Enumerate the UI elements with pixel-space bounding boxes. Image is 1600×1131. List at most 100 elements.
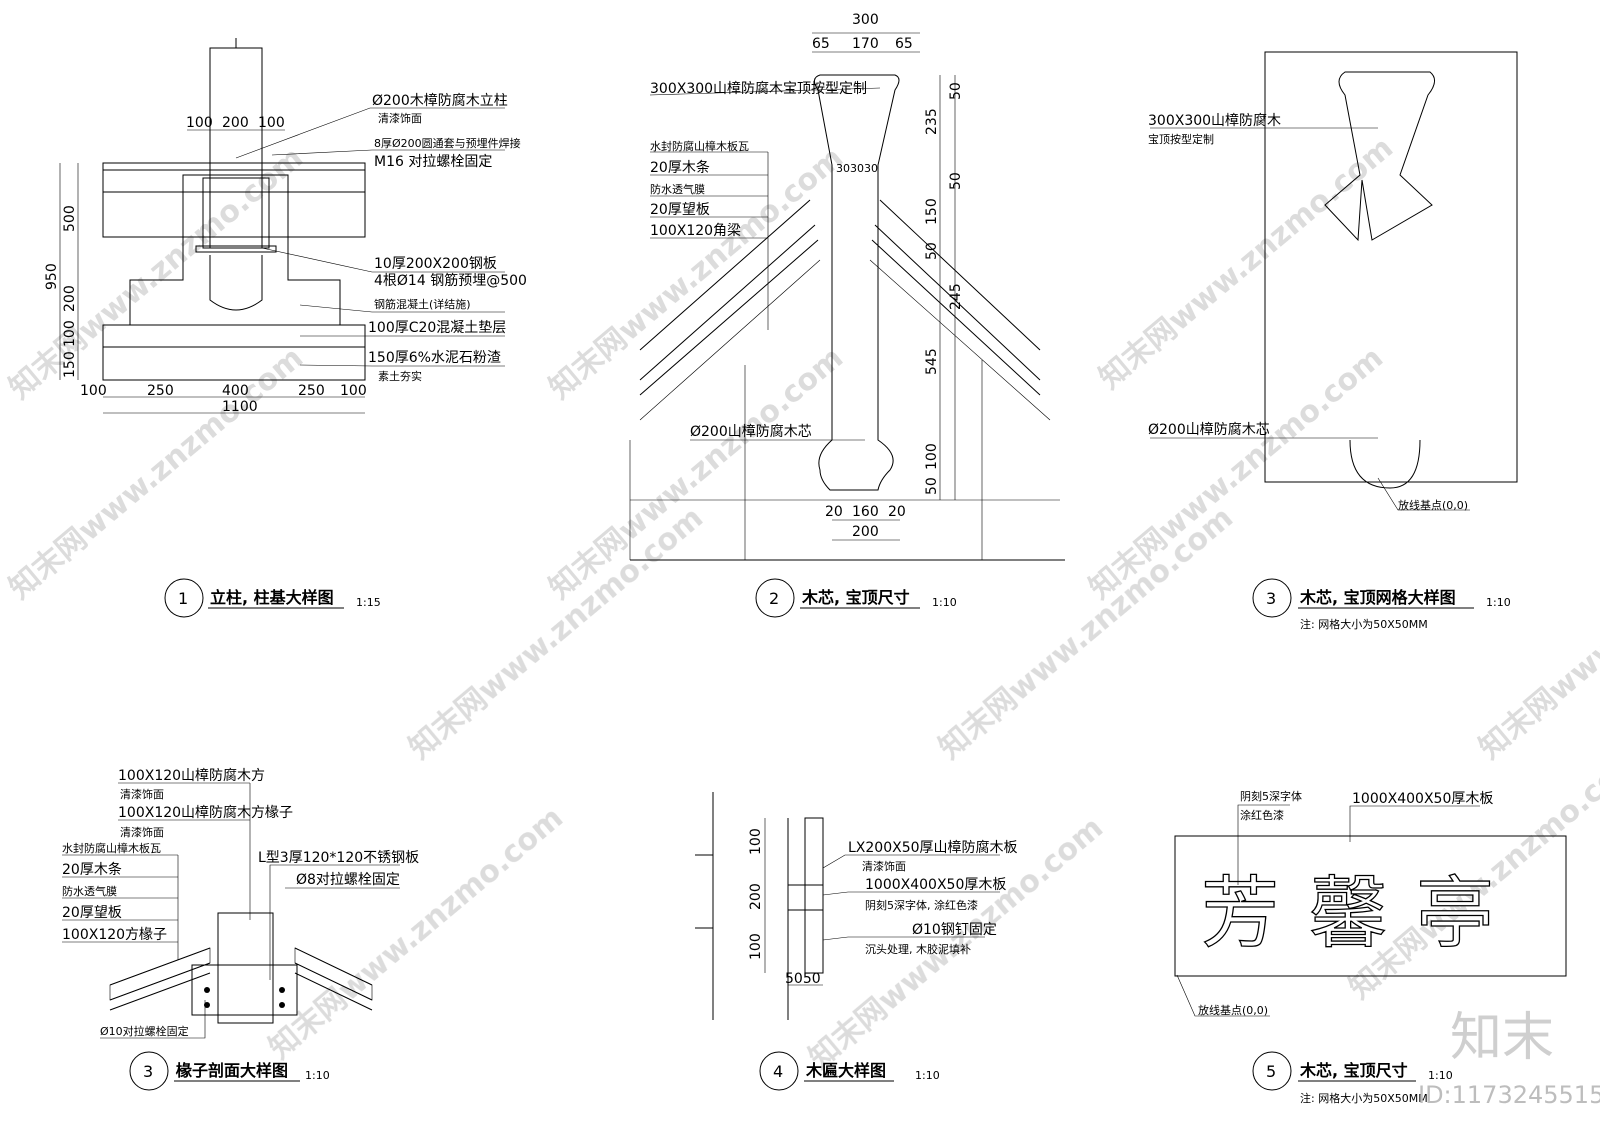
dim: 545 (924, 348, 940, 375)
detail-scale: 1:10 (915, 1069, 940, 1082)
callout: M16 对拉螺栓固定 (374, 154, 492, 170)
detail-number-circle (129, 1051, 169, 1091)
callout: 水封防腐山樟木板瓦 (650, 139, 749, 153)
dim: 20 (888, 504, 906, 520)
callout: 1000X400X50厚木板 (1352, 791, 1493, 807)
detail-number-circle (755, 578, 795, 618)
plaque-character: 芳 (1201, 869, 1279, 959)
dim: 100 (924, 443, 940, 470)
detail-scale: 1:10 (932, 596, 957, 609)
dim-bottom-5: 100 (340, 383, 367, 399)
callout: 20厚木条 (62, 861, 122, 878)
dim-bottom-2: 250 (147, 383, 174, 399)
detail-scale: 1:15 (356, 596, 381, 609)
stone-powder-layer (102, 346, 366, 381)
core-outline (1349, 439, 1421, 489)
detail-number-circle (1252, 1051, 1292, 1091)
dim: 50 (948, 82, 964, 100)
callout: Ø8对拉螺栓固定 (296, 872, 400, 888)
callout: L型3厚120*120不锈钢板 (258, 850, 419, 866)
dim: 50 (948, 172, 964, 190)
watermark-text: 知末网www.znzmo.com (933, 500, 1240, 766)
detail-number-circle (1252, 578, 1292, 618)
brand-id: ID:1173245515 (1418, 1081, 1600, 1109)
steel-angle-plate (191, 964, 298, 1016)
callout: Ø10对拉螺栓固定 (100, 1024, 189, 1038)
callout: 1000X400X50厚木板 (865, 877, 1006, 893)
plaque-character: 亭 (1416, 869, 1494, 959)
callout: 20厚望板 (650, 202, 710, 218)
dim-left-200: 200 (62, 285, 78, 312)
detail-note: 注: 网格大小为50X50MM (1300, 1091, 1428, 1105)
plaque-grid (1174, 835, 1567, 977)
dim: 170 (852, 36, 879, 52)
dim: 200 (748, 883, 764, 910)
callout: 100X120山樟防腐木方椽子 (118, 804, 293, 821)
callout: 涂红色漆 (1240, 808, 1284, 822)
callout: 钢筋混凝土(详结施) (374, 297, 471, 311)
detail-number: 5 (1266, 1062, 1276, 1081)
rebar-anchor (209, 255, 263, 311)
detail-1-column-footing: 100 200 100 950 500 200 100 150 100 250 … (44, 38, 527, 618)
gravel-layer (102, 191, 366, 238)
detail-title: 木芯, 宝顶尺寸 (801, 588, 910, 607)
dim: 150 (924, 198, 940, 225)
roof-slope-right (871, 199, 1041, 396)
callout: 素土夯实 (378, 369, 422, 383)
callout: 清漆饰面 (862, 859, 906, 873)
plaque-character: 馨 (1309, 869, 1387, 959)
detail-scale: 1:10 (1486, 596, 1511, 609)
finial-outline (1324, 71, 1435, 242)
detail-number: 2 (769, 589, 779, 608)
roof-slope-left (639, 199, 819, 396)
callout: 放线基点(0,0) (1398, 498, 1468, 512)
callout: 清漆饰面 (378, 111, 422, 125)
callout: 清漆饰面 (120, 825, 164, 839)
dim: 235 (924, 108, 940, 135)
dim-top-2: 200 (222, 115, 249, 131)
steel-plate (195, 245, 277, 253)
detail-5-plaque-section: 100 200 100 5050 LX200X50厚山樟防腐木板 清漆饰面 10… (695, 792, 1018, 1091)
detail-3-finial-grid: 300X300山樟防腐木 宝顶按型定制 Ø200山樟防腐木芯 放线基点(0,0)… (1148, 51, 1518, 631)
detail-note: 注: 网格大小为50X50MM (1300, 617, 1428, 631)
dim: 300 (852, 12, 879, 28)
brand-logo: 知末 (1450, 1008, 1554, 1068)
callout: 100X120山樟防腐木方 (118, 767, 265, 784)
layout-grid (1264, 51, 1518, 483)
dim: 65 (895, 36, 913, 52)
plaque-board (804, 817, 824, 974)
dim: 200 (852, 524, 879, 540)
callout: 清漆饰面 (120, 787, 164, 801)
callout: 300X300山樟防腐木宝顶按型定制 (650, 80, 867, 97)
callout: 防水透气膜 (650, 182, 705, 196)
finial-king-post (814, 74, 900, 491)
detail-number-circle (164, 578, 204, 618)
detail-number-circle (759, 1051, 799, 1091)
dim-left-500: 500 (62, 205, 78, 232)
dim: 303030 (836, 162, 878, 175)
brand-watermark: 知末 ID:1173245515 (1418, 1008, 1600, 1109)
detail-4-rafter-section: 100X120山樟防腐木方 清漆饰面 100X120山樟防腐木方椽子 清漆饰面 … (62, 767, 419, 1091)
callout: 150厚6%水泥石粉渣 (368, 350, 501, 366)
dim: 245 (948, 283, 964, 310)
dim-bottom-4: 250 (298, 383, 325, 399)
callout: 20厚木条 (650, 159, 710, 176)
callout: 放线基点(0,0) (1198, 1003, 1268, 1017)
dim-left-100: 100 (62, 320, 78, 347)
watermark-text: 知末网www.znzmo.com (1473, 500, 1600, 766)
dim-bottom-3: 400 (222, 383, 249, 399)
paving-layer (102, 162, 366, 171)
steel-sleeve (202, 177, 270, 249)
callout: 100X120方椽子 (62, 927, 167, 943)
detail-title: 立柱, 柱基大样图 (210, 588, 334, 607)
callout: 沉头处理, 木胶泥填补 (865, 942, 971, 956)
callout: 4根Ø14 钢筋预埋@500 (374, 272, 527, 289)
detail-scale: 1:10 (305, 1069, 330, 1082)
rafter-left (109, 947, 211, 1011)
detail-scale: 1:10 (1428, 1069, 1453, 1082)
callout: 防水透气膜 (62, 884, 117, 898)
dim: 65 (812, 36, 830, 52)
detail-title: 椽子剖面大样图 (175, 1061, 288, 1080)
dim-total: 1100 (222, 399, 258, 415)
dim: 50 (924, 477, 940, 495)
